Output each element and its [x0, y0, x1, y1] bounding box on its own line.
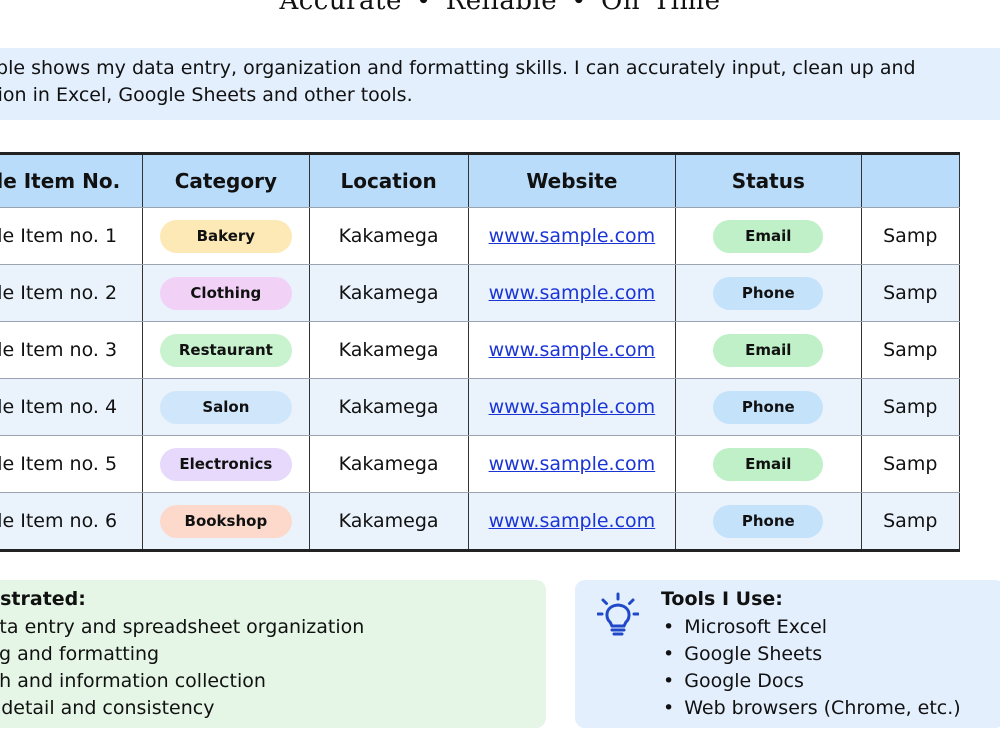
website-link[interactable]: www.sample.com: [488, 453, 656, 475]
category-pill: Electronics: [159, 447, 292, 481]
header-category: Category: [142, 153, 310, 208]
extra-cell: Samp: [861, 492, 960, 551]
table-row: ple Item no. 6 Bookshop Kakamega www.sam…: [0, 492, 960, 551]
list-item: Microsoft Excel: [663, 614, 961, 641]
lightbulb-icon: [597, 592, 639, 636]
website-link[interactable]: www.sample.com: [488, 339, 656, 361]
header-item-no: ple Item No.: [0, 153, 144, 208]
status-cell: Phone: [675, 264, 862, 322]
status-cell: Phone: [675, 492, 862, 551]
website-cell: www.sample.com: [468, 378, 677, 436]
status-cell: Email: [675, 321, 862, 379]
website-link[interactable]: www.sample.com: [488, 282, 656, 304]
location-cell: Kakamega: [309, 378, 469, 436]
table-header-row: ple Item No. Category Location Website S…: [0, 153, 960, 208]
website-cell: www.sample.com: [468, 492, 677, 551]
table-row: ple Item no. 5 Electronics Kakamega www.…: [0, 435, 960, 493]
sample-data-table: ple Item No. Category Location Website S…: [0, 152, 960, 552]
website-link[interactable]: www.sample.com: [488, 396, 656, 418]
list-item: n to detail and consistency: [0, 697, 215, 719]
website-link[interactable]: www.sample.com: [488, 510, 656, 532]
tagline: Accurate • Reliable • On Time: [0, 0, 1000, 16]
header-extra: [861, 153, 960, 208]
list-item: earch and information collection: [0, 670, 266, 692]
table-row: ple Item no. 4 Salon Kakamega www.sample…: [0, 378, 960, 436]
tagline-word: Accurate: [279, 0, 402, 16]
extra-cell: Samp: [861, 321, 960, 379]
status-cell: Phone: [675, 378, 862, 436]
intro-banner: sample shows my data entry, organization…: [0, 48, 1000, 120]
status-cell: Email: [675, 207, 862, 265]
status-pill: Phone: [713, 390, 824, 424]
status-pill: Phone: [713, 276, 824, 310]
table-row: ple Item no. 2 Clothing Kakamega www.sam…: [0, 264, 960, 322]
category-cell: Restaurant: [142, 321, 310, 379]
list-item: e data entry and spreadsheet organizatio…: [0, 616, 365, 638]
tagline-word: On Time: [601, 0, 721, 16]
skills-box: nonstrated: e data entry and spreadsheet…: [0, 580, 546, 728]
list-item: Google Docs: [663, 668, 961, 695]
item-cell: ple Item no. 5: [0, 435, 144, 493]
category-cell: Electronics: [142, 435, 310, 493]
status-pill: Email: [713, 333, 824, 367]
extra-cell: Samp: [861, 378, 960, 436]
item-cell: ple Item no. 6: [0, 492, 144, 551]
item-cell: ple Item no. 1: [0, 207, 144, 265]
category-pill: Salon: [159, 390, 292, 424]
status-cell: Email: [675, 435, 862, 493]
category-pill: Clothing: [159, 276, 292, 310]
website-link[interactable]: www.sample.com: [488, 225, 656, 247]
header-website: Website: [468, 153, 677, 208]
website-cell: www.sample.com: [468, 207, 677, 265]
header-status: Status: [675, 153, 862, 208]
location-cell: Kakamega: [309, 264, 469, 322]
status-pill: Email: [713, 219, 824, 253]
location-cell: Kakamega: [309, 321, 469, 379]
status-pill: Phone: [713, 504, 824, 538]
status-pill: Email: [713, 447, 824, 481]
extra-cell: Samp: [861, 435, 960, 493]
tools-title: Tools I Use:: [661, 588, 783, 610]
extra-cell: Samp: [861, 264, 960, 322]
tools-list: Microsoft Excel Google Sheets Google Doc…: [663, 614, 961, 722]
skills-list: e data entry and spreadsheet organizatio…: [0, 614, 364, 722]
tagline-separator: •: [571, 0, 588, 16]
table-row: ple Item no. 1 Bakery Kakamega www.sampl…: [0, 207, 960, 265]
header-location: Location: [309, 153, 469, 208]
tagline-word: Reliable: [445, 0, 558, 16]
website-cell: www.sample.com: [468, 321, 677, 379]
list-item: Google Sheets: [663, 641, 961, 668]
website-cell: www.sample.com: [468, 264, 677, 322]
list-item: Web browsers (Chrome, etc.): [663, 695, 960, 722]
table-row: ple Item no. 3 Restaurant Kakamega www.s…: [0, 321, 960, 379]
website-cell: www.sample.com: [468, 435, 677, 493]
category-cell: Clothing: [142, 264, 310, 322]
tagline-separator: •: [415, 0, 432, 16]
location-cell: Kakamega: [309, 435, 469, 493]
location-cell: Kakamega: [309, 492, 469, 551]
category-cell: Bakery: [142, 207, 310, 265]
item-cell: ple Item no. 4: [0, 378, 144, 436]
extra-cell: Samp: [861, 207, 960, 265]
category-cell: Bookshop: [142, 492, 310, 551]
location-cell: Kakamega: [309, 207, 469, 265]
category-pill: Bakery: [159, 219, 292, 253]
tools-box: Tools I Use: Microsoft Excel Google Shee…: [575, 580, 1000, 728]
category-pill: Restaurant: [159, 333, 292, 367]
list-item: aning and formatting: [0, 643, 160, 665]
intro-text-line-2: mation in Excel, Google Sheets and other…: [0, 84, 413, 106]
item-cell: ple Item no. 2: [0, 264, 144, 322]
category-pill: Bookshop: [159, 504, 292, 538]
skills-title: nonstrated:: [0, 588, 86, 610]
category-cell: Salon: [142, 378, 310, 436]
item-cell: ple Item no. 3: [0, 321, 144, 379]
intro-text-line-1: sample shows my data entry, organization…: [0, 57, 916, 79]
